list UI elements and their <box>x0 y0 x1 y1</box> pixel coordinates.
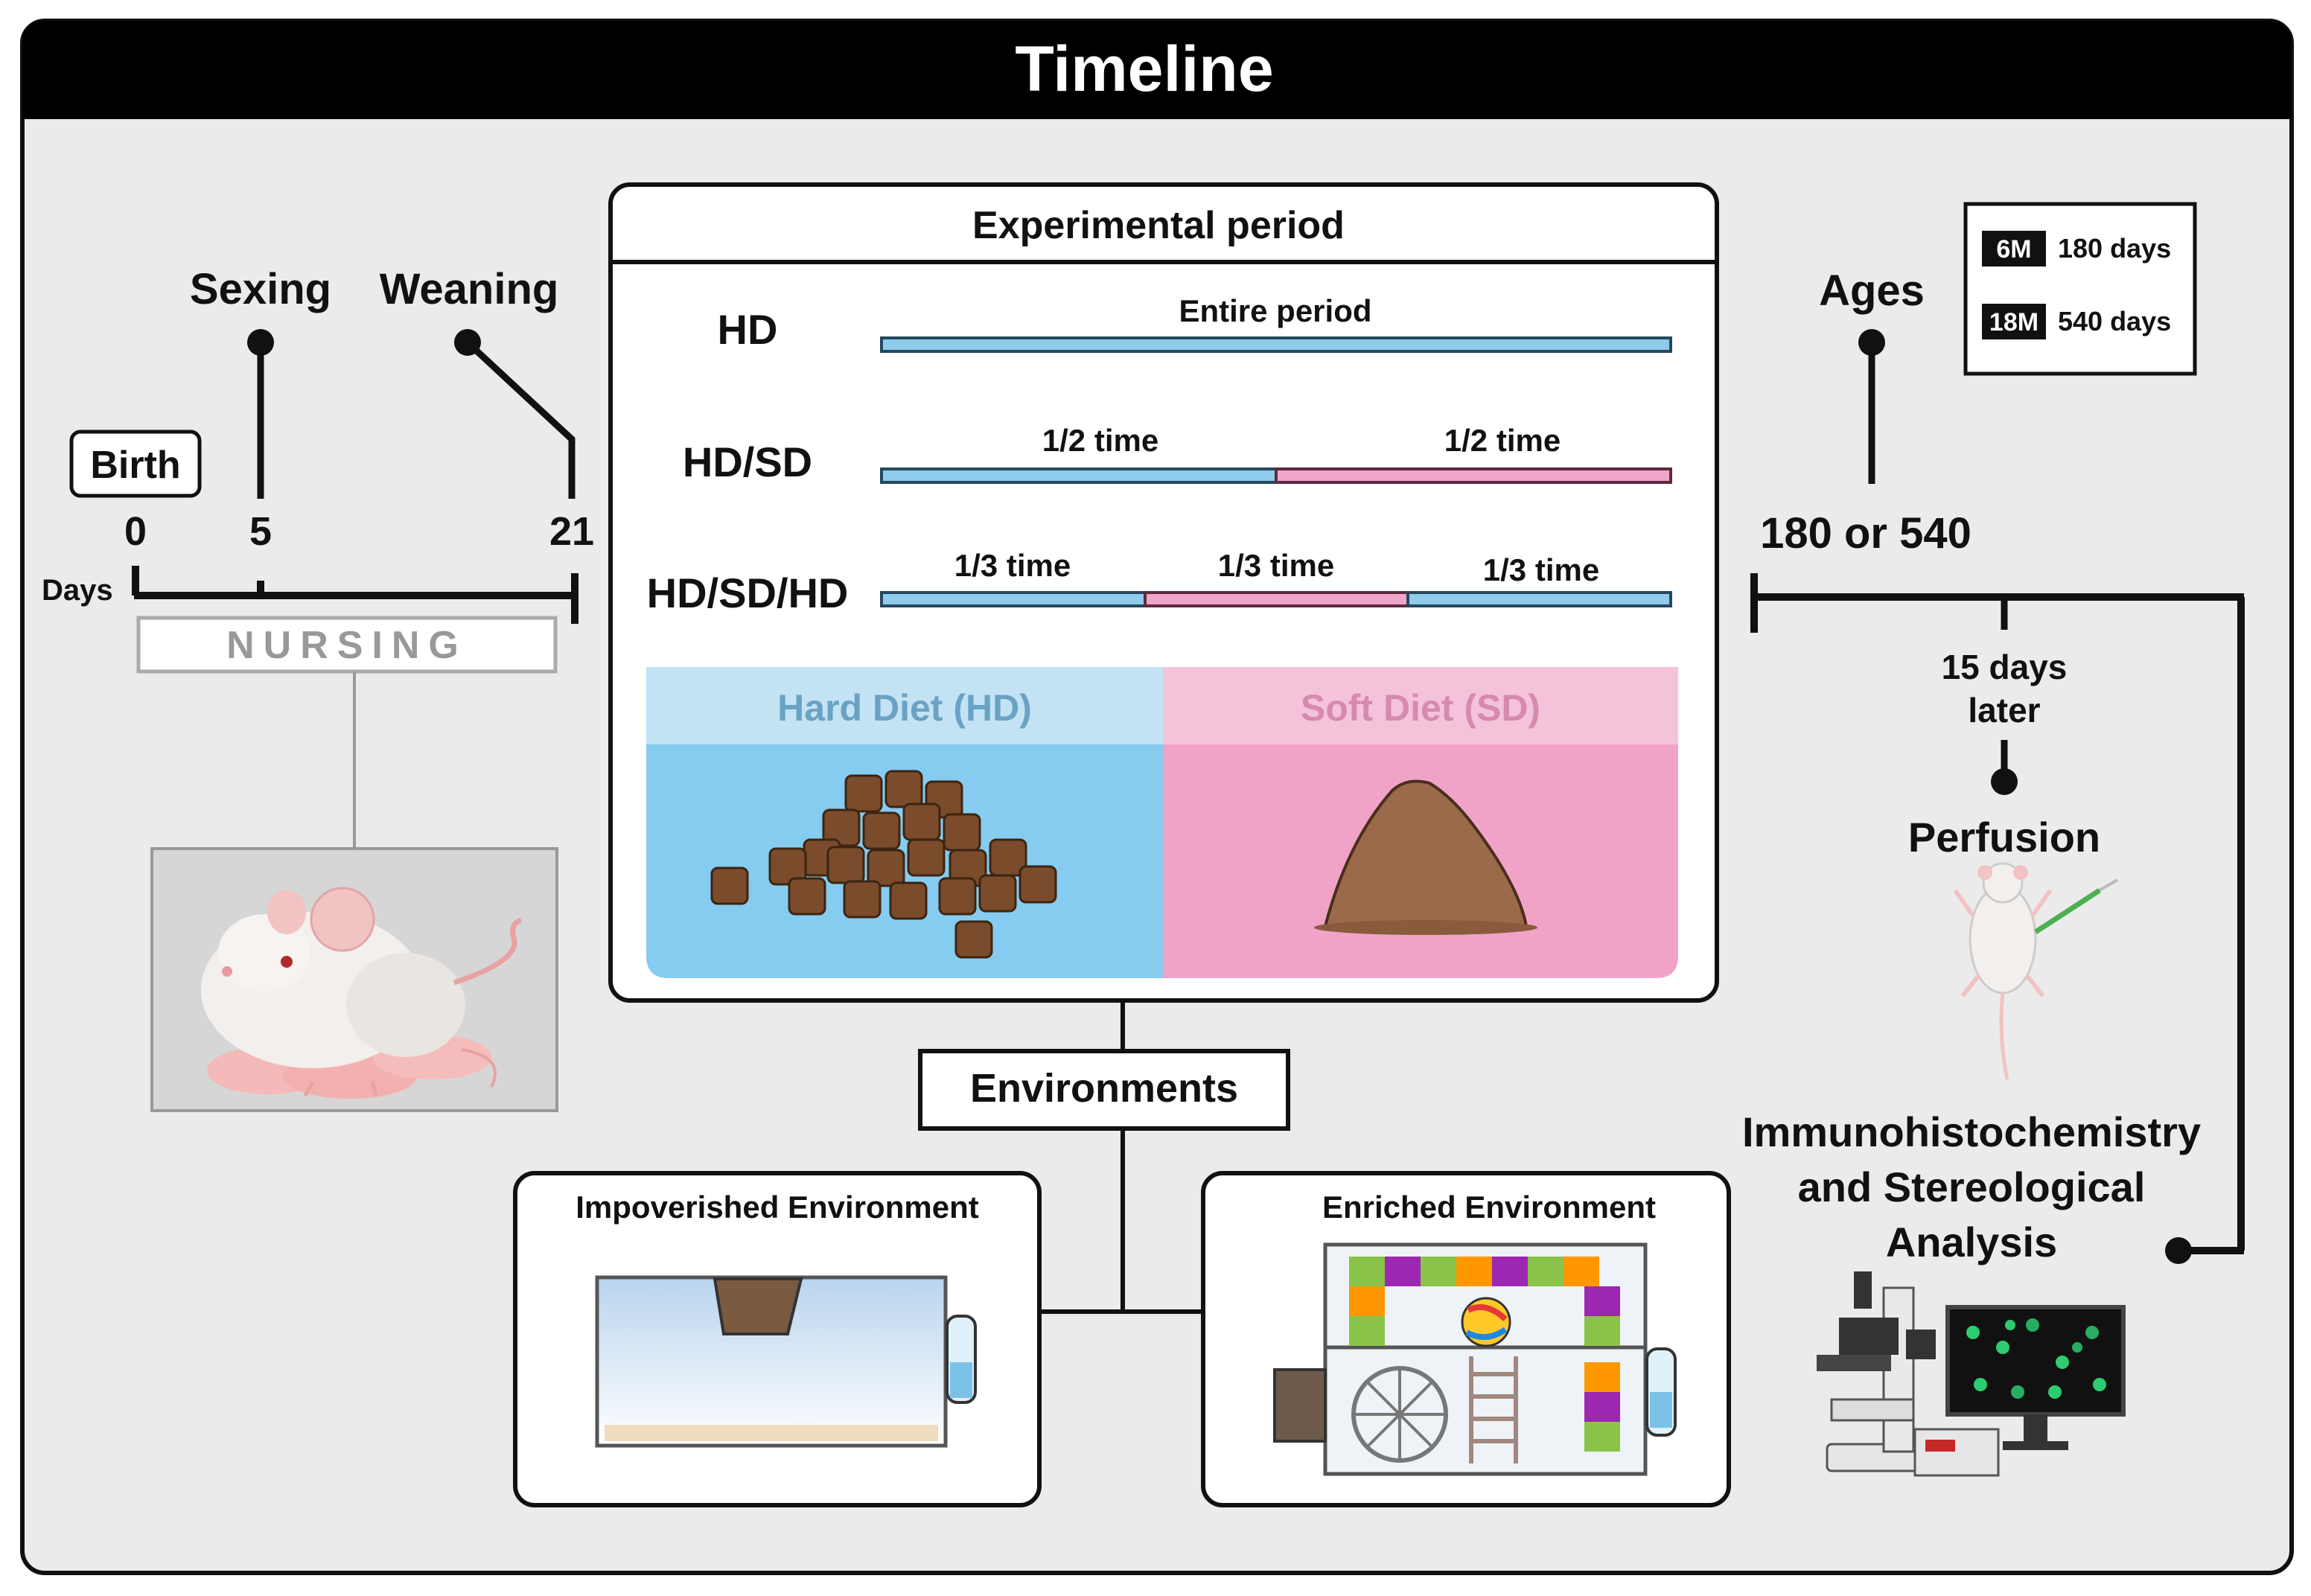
segment-label: 1/3 time <box>1483 552 1599 587</box>
tick-21: 21 <box>549 509 594 554</box>
birth-box <box>69 430 202 498</box>
ages-label: Ages <box>1819 266 1925 315</box>
legend-badge-6m-text: 6M <box>1996 235 2031 264</box>
segment-label: Entire period <box>1179 293 1371 328</box>
analysis-pin <box>2165 1237 2192 1264</box>
impoverished-label: Impoverished Environment <box>576 1190 978 1225</box>
analysis-line3: Analysis <box>1886 1219 2057 1265</box>
experimental-period-panel: Experimental period HD HD/SD HD/SD/HD En… <box>608 182 1719 1003</box>
perfusion-pin <box>1991 768 2018 795</box>
tick-0: 0 <box>124 509 147 554</box>
nursing-box <box>136 616 558 674</box>
right-timeline: 6M 180 days 18M 540 days Ages 180 or 540… <box>1742 202 2245 1477</box>
hd-bar-entire <box>880 336 1672 353</box>
sexing-label: Sexing <box>190 265 331 313</box>
hd-bar-third <box>880 591 1147 607</box>
birth-label: Birth <box>90 444 180 487</box>
legend-badge-18m-text: 18M <box>1989 308 2039 336</box>
environments-box <box>918 1049 1290 1131</box>
perfusion-mouse-illustration <box>1953 862 2119 1080</box>
monitor-illustration <box>1913 1305 2126 1477</box>
impoverished-cage-illustration <box>595 1275 977 1448</box>
segment-label: 1/3 time <box>1218 548 1334 583</box>
segment-label: 1/2 time <box>1042 423 1158 458</box>
hd-bar-half <box>880 467 1278 484</box>
hard-pellets-illustration <box>710 770 1057 959</box>
enriched-label: Enriched Environment <box>1322 1190 1656 1225</box>
legend-badge-18m <box>1982 304 2046 339</box>
experimental-header: Experimental period <box>972 204 1345 247</box>
soft-diet-label: Soft Diet (SD) <box>1301 687 1540 729</box>
ages-legend <box>1963 202 2197 376</box>
mother-mouse-with-pups-illustration <box>150 847 558 1112</box>
soft-diet-pile-illustration <box>1314 779 1537 935</box>
sexing-pin <box>247 329 274 356</box>
left-timeline: Birth Sexing Weaning 0 5 21 Days NURSING <box>42 265 594 1112</box>
environments-section: Environments Impoverished Environment En… <box>513 1000 1731 1507</box>
nursing-label: NURSING <box>226 624 468 667</box>
legend-badge-6m <box>1982 231 2046 266</box>
title-bar <box>22 21 2292 119</box>
segment-label: 1/3 time <box>954 548 1071 583</box>
weaning-label: Weaning <box>380 265 559 313</box>
days-label: Days <box>42 574 113 607</box>
enriched-cage-illustration <box>1273 1242 1677 1476</box>
row-label-hd: HD <box>718 306 778 353</box>
row-label-hd-sd: HD/SD <box>683 438 812 485</box>
hard-diet-label: Hard Diet (HD) <box>777 687 1032 729</box>
row-label-hd-sd-hd: HD/SD/HD <box>647 569 849 616</box>
later-line2: later <box>1968 691 2040 730</box>
tick-5: 5 <box>249 509 272 554</box>
sd-bar-half <box>1275 467 1672 484</box>
age-value: 180 or 540 <box>1760 509 1971 558</box>
sd-bar-third <box>1144 591 1409 607</box>
segment-label: 1/2 time <box>1444 423 1561 458</box>
legend-text-18m: 540 days <box>2058 306 2171 336</box>
ages-pin <box>1858 329 1885 356</box>
analysis-line2: and Stereological <box>1798 1164 2146 1210</box>
later-line1: 15 days <box>1942 648 2068 686</box>
diagram-title: Timeline <box>1015 33 1273 105</box>
microscope-illustration <box>1817 1271 1940 1472</box>
environments-label: Environments <box>970 1066 1238 1111</box>
weaning-pin <box>454 329 481 356</box>
perfusion-label: Perfusion <box>1908 814 2100 861</box>
analysis-line1: Immunohistochemistry <box>1742 1108 2201 1155</box>
hd-bar-third <box>1406 591 1672 607</box>
legend-text-6m: 180 days <box>2058 233 2171 264</box>
